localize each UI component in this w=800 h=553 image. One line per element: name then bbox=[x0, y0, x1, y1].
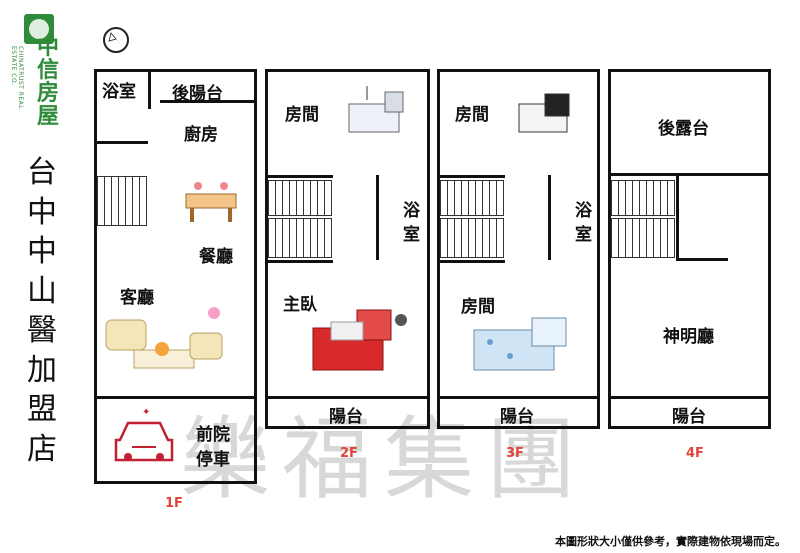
room-back-balcony-1f: 後陽台 bbox=[172, 84, 223, 104]
logo-emblem-icon bbox=[24, 14, 54, 44]
divider bbox=[548, 175, 551, 260]
divider bbox=[94, 396, 257, 399]
room-dining-1f: 餐廳 bbox=[199, 247, 233, 267]
divider bbox=[608, 173, 771, 176]
room-bedroom-2f: 房間 bbox=[285, 105, 319, 125]
divider bbox=[676, 258, 728, 261]
floor-3f-plan bbox=[437, 69, 600, 429]
divider bbox=[437, 260, 505, 263]
room-bath-3f-b: 室 bbox=[575, 225, 592, 245]
store-title: 台中中山醫加盟店 bbox=[27, 155, 57, 467]
floor-label-2f: 2F bbox=[340, 446, 358, 461]
divider bbox=[437, 396, 600, 399]
car-icon: ✦ bbox=[114, 407, 174, 462]
divider bbox=[265, 260, 333, 263]
divider bbox=[265, 396, 430, 399]
divider bbox=[94, 141, 148, 144]
bed-icon bbox=[473, 317, 567, 371]
floor-label-3f: 3F bbox=[506, 446, 524, 461]
bed-icon bbox=[348, 86, 404, 133]
divider bbox=[148, 69, 151, 109]
compass-icon bbox=[103, 27, 129, 53]
room-master-2f: 主臥 bbox=[283, 295, 317, 315]
room-balcony-2f: 陽台 bbox=[329, 407, 363, 427]
room-bedroom-3f-top: 房間 bbox=[455, 105, 489, 125]
disclaimer-note: 本圖形狀大小僅供參考，實際建物依現場而定。 bbox=[555, 535, 786, 548]
floor-4f-plan bbox=[608, 69, 771, 429]
logo-text: 中信房屋 bbox=[37, 35, 60, 129]
logo-english: CHINATRUST REAL ESTATE CO. bbox=[10, 46, 24, 110]
divider bbox=[676, 173, 679, 260]
divider bbox=[376, 175, 379, 260]
room-bath-3f-a: 浴 bbox=[575, 201, 592, 221]
divider bbox=[437, 175, 505, 178]
room-kitchen-1f: 廚房 bbox=[184, 125, 218, 145]
bed-icon bbox=[312, 309, 407, 371]
stairs-1f bbox=[97, 176, 147, 226]
stairs-4f-upper bbox=[611, 180, 675, 216]
room-front-yard-1f: 前院 bbox=[196, 425, 230, 445]
room-parking-1f: 停車 bbox=[196, 450, 230, 470]
floor-label-4f: 4F bbox=[686, 446, 704, 461]
room-balcony-3f: 陽台 bbox=[500, 407, 534, 427]
room-bath-2f-b: 室 bbox=[403, 225, 420, 245]
floor-label-1f: 1F bbox=[165, 496, 183, 511]
floor-1f-plan bbox=[94, 69, 257, 484]
stairs-3f-lower bbox=[440, 218, 504, 258]
divider bbox=[265, 175, 333, 178]
stairs-2f-lower bbox=[268, 218, 332, 258]
living-room-sofa-icon bbox=[105, 307, 223, 369]
stairs-4f-lower bbox=[611, 218, 675, 258]
watermark: 樂福集團 bbox=[180, 407, 588, 512]
divider bbox=[160, 100, 257, 103]
stairs-3f-upper bbox=[440, 180, 504, 216]
room-bedroom-3f-bottom: 房間 bbox=[461, 297, 495, 317]
room-bath-2f-a: 浴 bbox=[403, 201, 420, 221]
room-balcony-4f: 陽台 bbox=[672, 407, 706, 427]
dining-table-icon bbox=[185, 182, 237, 222]
svg-text:✦: ✦ bbox=[142, 407, 150, 418]
room-shrine-4f: 神明廳 bbox=[663, 327, 714, 347]
divider bbox=[608, 396, 771, 399]
room-living-1f: 客廳 bbox=[120, 288, 154, 308]
floor-2f-plan bbox=[265, 69, 430, 429]
stairs-2f-upper bbox=[268, 180, 332, 216]
room-bath-1f: 浴室 bbox=[102, 82, 136, 102]
bed-icon bbox=[518, 93, 570, 133]
room-back-terrace-4f: 後露台 bbox=[658, 119, 709, 139]
